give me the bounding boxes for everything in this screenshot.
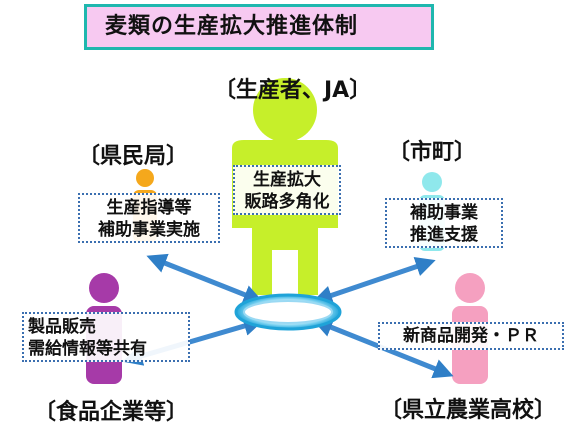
role-line: 補助事業 (410, 203, 478, 223)
role-line: 販路多角化 (244, 192, 330, 212)
diagram-title: 麦類の生産拡大推進体制 (84, 4, 434, 50)
group-label-agri-high-school: 〔県立農業高校〕 (380, 398, 557, 423)
prefecture-head (136, 169, 154, 187)
role-note-agri-high-school: 新商品開発・ＰＲ (378, 322, 564, 350)
role-note-municipality: 補助事業 推進支援 (385, 198, 503, 248)
producer-head (253, 78, 317, 142)
school-head (455, 273, 485, 303)
role-note-prefecture-office: 生産指導等 補助事業実施 (78, 193, 220, 243)
role-note-food-companies: 製品販売 需給情報等共有 (22, 312, 190, 362)
group-label-producers: 〔生産者、JA〕 (214, 78, 372, 103)
role-line: 需給情報等共有 (28, 339, 147, 359)
municipality-head (422, 172, 442, 192)
arrow-prefecture-hub (146, 253, 264, 305)
role-note-producers: 生産拡大 販路多角化 (233, 165, 341, 215)
group-label-prefecture-office: 〔県民局〕 (78, 144, 189, 169)
food-head (89, 273, 119, 303)
role-line: 補助事業実施 (98, 220, 200, 240)
group-label-food-companies: 〔食品企業等〕 (34, 400, 189, 425)
producer-body (232, 140, 338, 295)
arrow-municipality-hub (312, 257, 436, 305)
role-line: 生産拡大 (253, 170, 321, 190)
role-line: 新商品開発・ＰＲ (403, 326, 539, 346)
role-line: 推進支援 (410, 225, 478, 245)
hub-ring-icon (234, 293, 342, 331)
role-line: 生産指導等 (106, 198, 192, 218)
role-line: 製品販売 (28, 317, 96, 337)
group-label-municipality: 〔市町〕 (388, 140, 477, 165)
